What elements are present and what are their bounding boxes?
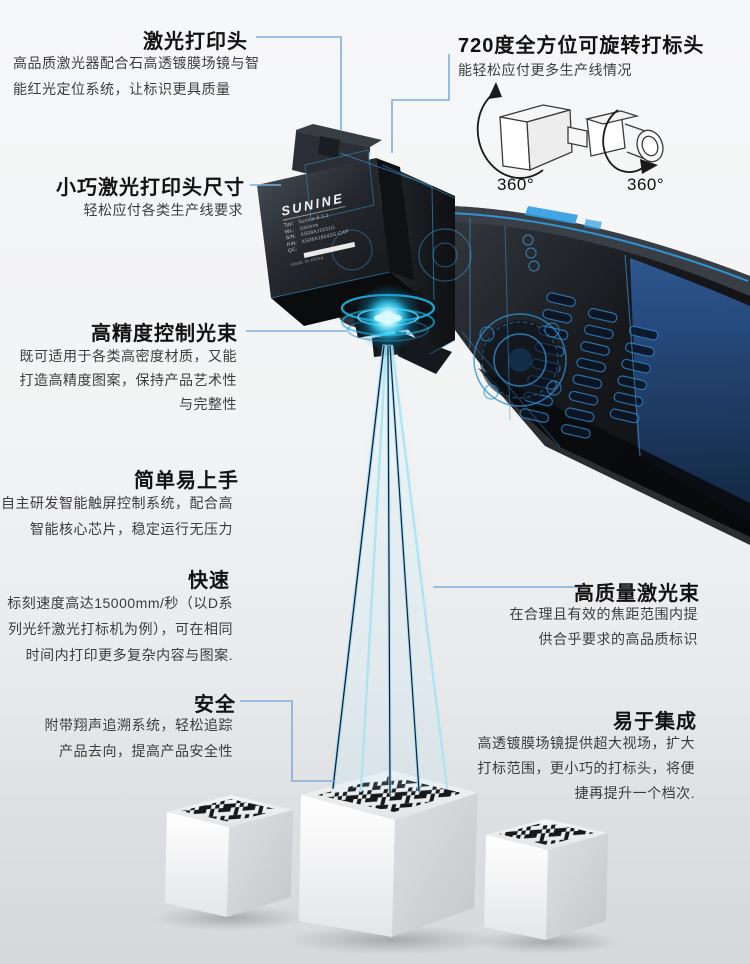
galvo-wireframe: [473, 313, 567, 407]
callout-desc-fast: 标刻速度高达15000mm/秒（以D系 列光纤激光打标机为例），可在相同 时间内…: [7, 595, 233, 663]
machine-body: [451, 206, 750, 545]
callout-title-easy: 简单易上手: [134, 470, 239, 492]
head-wireframe: [270, 149, 472, 355]
callout-desc-beam: 在合理且有效的焦距范围内提 供合乎要求的高品质标识: [509, 606, 698, 647]
angle-label-right: 360°: [627, 175, 665, 194]
callout-title-compact: 小巧激光打印头尺寸: [56, 177, 245, 199]
lens-glow: [339, 284, 437, 352]
product-box-right: [484, 819, 608, 940]
product-box-middle: [299, 770, 478, 937]
callout-desc-rotate: 能轻松应付更多生产线情况: [458, 62, 632, 78]
qr-code-pattern: [181, 799, 280, 822]
callout-title-rotate: 720度全方位可旋转打标头: [458, 35, 705, 57]
angle-label-left: 360°: [497, 175, 535, 194]
callout-desc-compact: 轻松应付各类生产线要求: [83, 202, 243, 218]
callout-title-beam: 高质量激光束: [574, 583, 700, 605]
callout-title-laser-head: 激光打印头: [143, 31, 248, 53]
callout-title-integrate: 易于集成: [613, 711, 697, 733]
callout-desc-safe: 附带翔声追溯系统，轻松追踪 产品去向，提高产品安全性: [44, 717, 233, 759]
callout-desc-precision: 既可适用于各类高密度材质，又能 打造高精度图案，保持产品艺术性 与完整性: [19, 348, 237, 412]
callout-title-fast: 快速: [188, 570, 230, 592]
body-wireframe: [461, 206, 641, 457]
product-box-left: [165, 795, 293, 917]
callout-title-precision: 高精度控制光束: [91, 323, 238, 345]
qr-code-pattern: [499, 822, 594, 845]
callout-desc-easy: 自主研发智能触屏控制系统，配合高 智能核心芯片，稳定运行无压力: [1, 495, 233, 537]
connector-lines: [240, 36, 582, 782]
laser-beams: [331, 344, 449, 795]
rotation-demo: [476, 82, 664, 179]
callout-title-safe: 安全: [194, 694, 236, 716]
callout-desc-integrate: 高透镀膜场镜提供超大视场，扩大 打标范围，更小巧的打标头，将便 捷再提升一个档次…: [477, 735, 695, 801]
callout-desc-laser-head: 高品质激光器配合石高透镀膜场镜与智 能红光定位系统，让标识更具质量: [13, 55, 260, 97]
